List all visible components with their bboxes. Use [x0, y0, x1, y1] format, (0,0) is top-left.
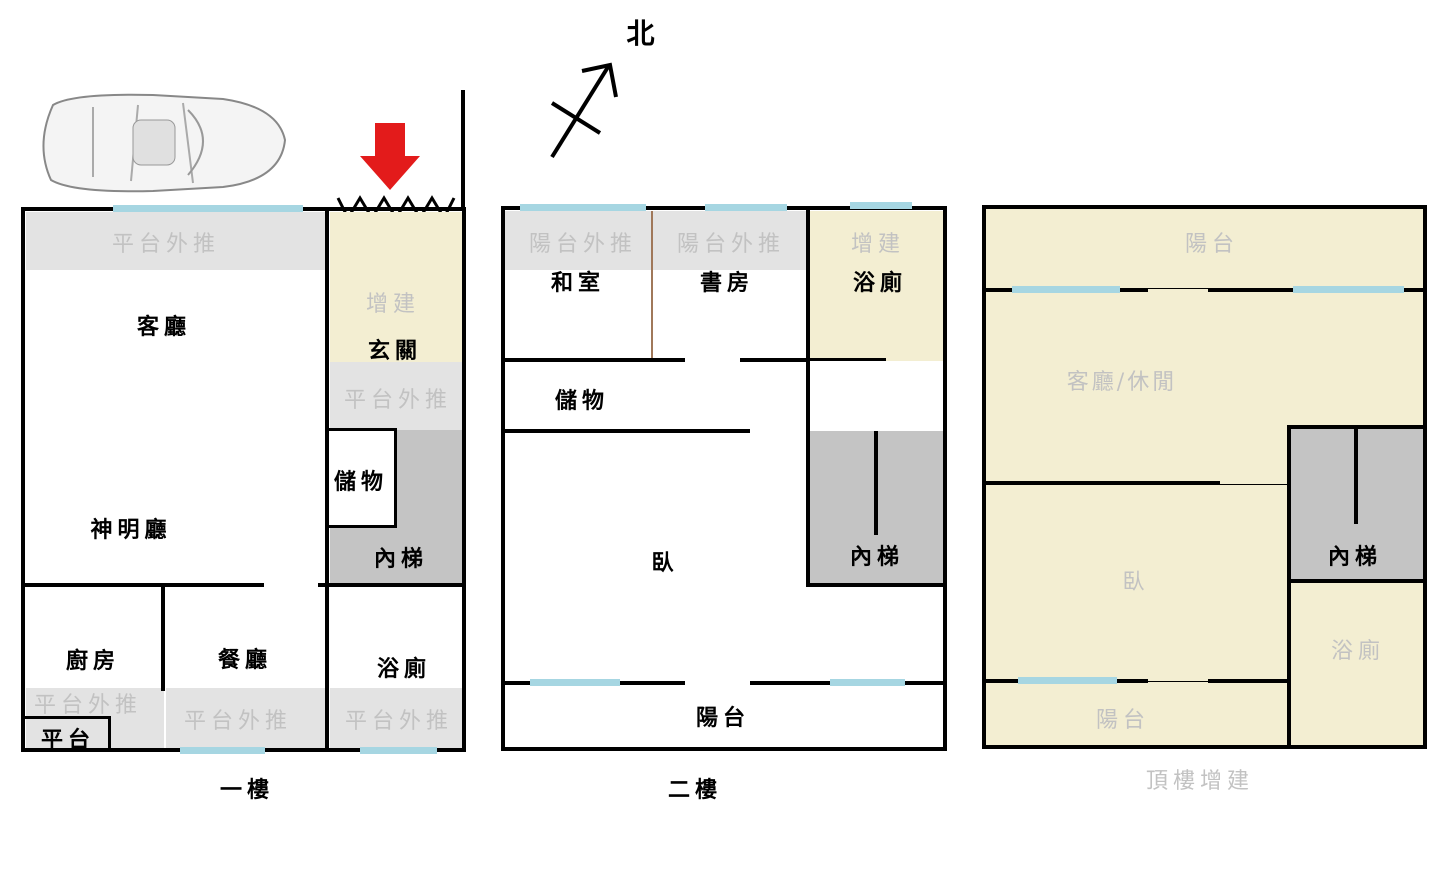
wall [982, 481, 1220, 485]
room-label: 儲物 [554, 388, 610, 414]
wall [21, 207, 25, 752]
room-area [1148, 288, 1208, 292]
room-label: 臥 [651, 550, 679, 576]
room-label: 平台 [40, 727, 96, 753]
room-label: 內梯 [849, 544, 905, 570]
room-area [396, 430, 462, 583]
wall [161, 583, 165, 691]
wall [740, 358, 810, 362]
room-label: 餐廳 [217, 647, 273, 673]
window [830, 679, 905, 686]
wall [501, 429, 750, 433]
wall [328, 428, 396, 431]
floor-title: 一樓 [219, 777, 275, 803]
room-label: 內梯 [1327, 544, 1383, 570]
wall [501, 206, 505, 751]
window [705, 204, 787, 211]
wall [806, 206, 810, 586]
wall [328, 525, 397, 528]
floor-title: 二樓 [667, 777, 723, 803]
wall [943, 206, 947, 751]
wall [462, 207, 466, 752]
wall [806, 583, 947, 587]
wall [1354, 428, 1358, 524]
room-label: 客廳/休閒 [1066, 370, 1178, 395]
room-label: 和室 [550, 270, 606, 296]
room-area [810, 211, 943, 361]
room-label: 廚房 [65, 648, 121, 674]
room-label: 平台外推 [183, 709, 293, 734]
wall [501, 747, 947, 751]
room-label: 浴廁 [376, 656, 432, 682]
wall [318, 583, 466, 587]
wall [501, 358, 685, 362]
room-label: 書房 [699, 270, 755, 296]
window [180, 747, 265, 754]
wall [982, 205, 1427, 209]
wall [21, 583, 264, 587]
wall [1423, 205, 1427, 749]
car-icon [42, 93, 287, 193]
wall [461, 90, 465, 210]
room-label: 客廳 [136, 314, 192, 340]
wall [1287, 579, 1427, 583]
room-label: 平台外推 [344, 709, 454, 734]
room-label: 平台外推 [33, 693, 143, 718]
room-area [26, 212, 326, 270]
wall [394, 428, 397, 528]
room-area [166, 688, 326, 748]
room-label: 平台外推 [343, 388, 453, 413]
room-area [505, 211, 807, 270]
wall [1287, 425, 1291, 749]
window [850, 202, 912, 209]
room-label: 陽台 [695, 705, 751, 731]
window [520, 204, 646, 211]
room-area [651, 211, 653, 359]
wall [1148, 681, 1208, 682]
wall [982, 745, 1427, 749]
room-area [330, 362, 462, 430]
room-label: 陽台 [1184, 232, 1240, 257]
wall [874, 431, 878, 535]
north-arrow-icon [550, 62, 618, 159]
room-area [330, 212, 462, 362]
window [1012, 286, 1120, 293]
wall [1287, 425, 1427, 429]
room-label: 浴廁 [1330, 639, 1386, 664]
wall [1208, 679, 1288, 683]
wall [982, 205, 986, 749]
window [530, 679, 620, 686]
window [113, 205, 303, 212]
wall [325, 207, 329, 752]
window [360, 747, 437, 754]
room-label: 浴廁 [852, 270, 908, 296]
room-area [330, 525, 396, 583]
wall [1220, 484, 1288, 485]
room-label: 玄關 [367, 338, 423, 364]
room-label: 增建 [365, 292, 421, 317]
room-label: 臥 [1122, 570, 1150, 595]
room-label: 陽台 [1095, 708, 1151, 733]
room-label: 陽台外推 [676, 232, 786, 257]
wall [22, 716, 111, 719]
room-label: 陽台外推 [528, 232, 638, 257]
room-area [330, 688, 462, 748]
room-label: 增建 [850, 232, 906, 257]
north-label: 北 [626, 17, 660, 50]
room-label: 儲物 [333, 469, 389, 495]
window [1293, 286, 1404, 293]
room-label: 平台外推 [111, 232, 221, 257]
floor-title: 頂樓增建 [1145, 769, 1255, 794]
window [1018, 677, 1117, 684]
wall [806, 358, 886, 361]
wall [108, 716, 111, 750]
room-label: 神明廳 [90, 517, 172, 543]
room-area [1148, 288, 1208, 289]
room-label: 內梯 [373, 546, 429, 572]
